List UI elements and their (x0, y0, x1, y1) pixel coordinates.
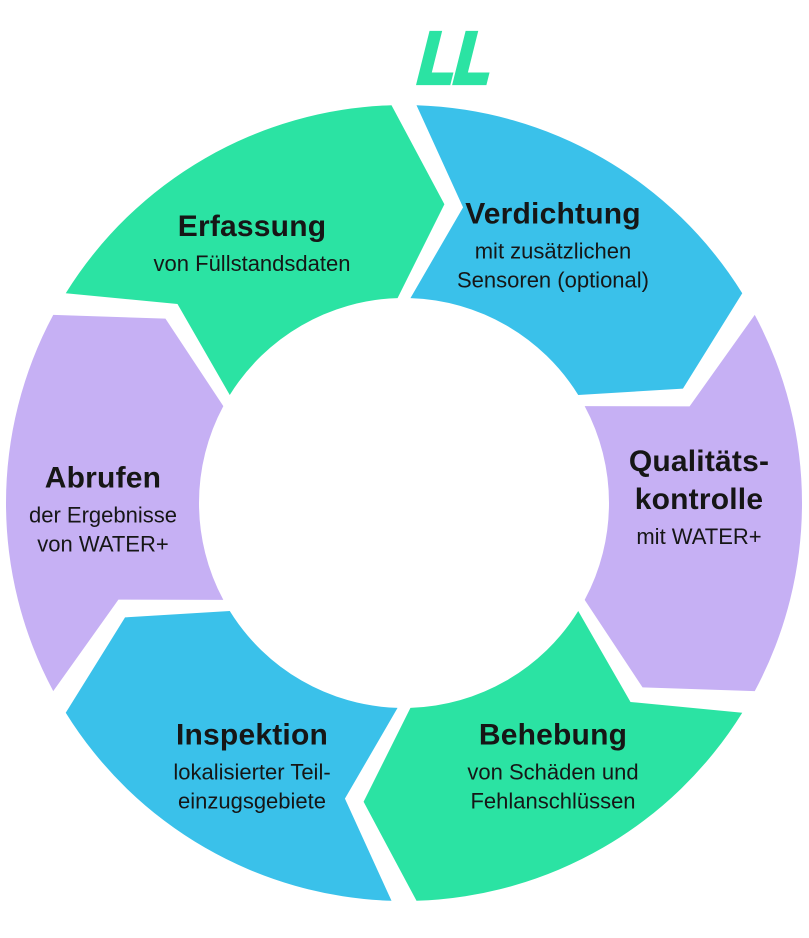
segment-erfassung-arrow (65, 105, 445, 395)
segment-qualitaetskontrolle-arrow (584, 314, 803, 692)
segment-subtitle: lokalisierter Teil- einzugsgebiete (173, 759, 331, 814)
segment-label-inspektion: Inspektion lokalisierter Teil- einzugsge… (87, 717, 417, 816)
segment-label-abrufen: Abrufen der Ergebnisse von WATER+ (0, 460, 268, 559)
segment-subtitle: mit WATER+ (636, 523, 762, 549)
segment-label-verdichtung: Verdichtung mit zusätzlichen Sensoren (o… (388, 196, 718, 295)
segment-behebung-arrow (363, 611, 743, 901)
segment-subtitle: von Schäden und Fehlanschlüssen (467, 759, 639, 814)
segment-abrufen-arrow (5, 314, 224, 692)
segment-title: Erfassung (177, 210, 327, 244)
segment-label-erfassung: Erfassung von Füllstandsdaten (87, 208, 417, 278)
segment-title: Behebung (478, 718, 628, 752)
segment-verdichtung-arrow (410, 105, 743, 395)
segment-title: Qualitäts- kontrolle (628, 445, 770, 516)
company-logo (416, 30, 490, 86)
segment-inspektion-arrow (65, 611, 398, 901)
segment-subtitle: der Ergebnisse von WATER+ (29, 502, 177, 557)
segment-title: Inspektion (175, 718, 328, 752)
segment-label-qualitaetskontrolle: Qualitäts- kontrolle mit WATER+ (534, 443, 809, 551)
segment-subtitle: von Füllstandsdaten (153, 250, 351, 276)
logo-right-l (452, 30, 490, 86)
segment-subtitle: mit zusätzlichen Sensoren (optional) (456, 238, 649, 293)
double-l-logo-icon (416, 30, 490, 86)
segment-title: Abrufen (44, 461, 162, 495)
logo-left-l (416, 30, 454, 86)
segment-label-behebung: Behebung von Schäden und Fehlanschlüssen (388, 717, 718, 816)
segment-title: Verdichtung (465, 197, 641, 231)
